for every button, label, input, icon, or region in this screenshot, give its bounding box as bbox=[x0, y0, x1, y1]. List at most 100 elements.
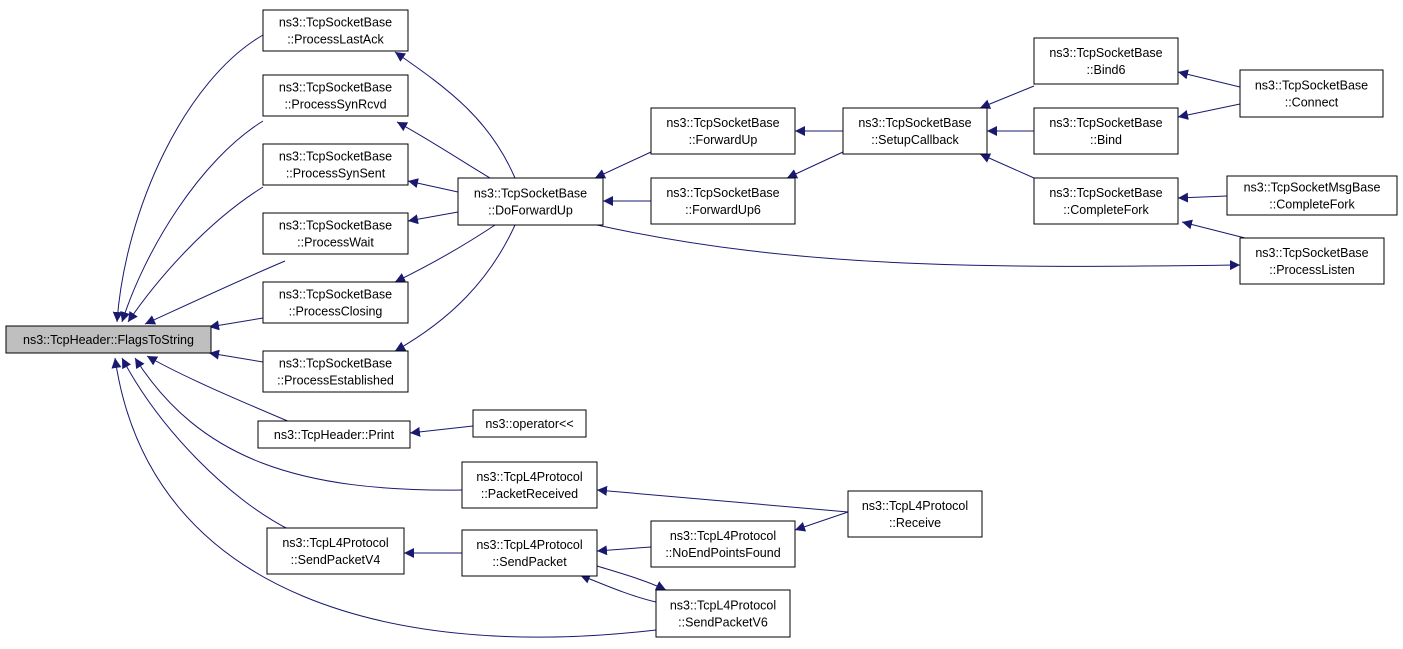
node-wait[interactable]: ns3::TcpSocketBase::ProcessWait bbox=[262, 212, 409, 255]
node-processlisten[interactable]: ns3::TcpSocketBase::ProcessListen bbox=[1239, 237, 1385, 285]
node-forwardup6[interactable]: ns3::TcpSocketBase::ForwardUp6 bbox=[650, 177, 796, 225]
edge-synrcvd-to-root bbox=[120, 120, 264, 323]
node-label: ns3::TcpHeader::Print bbox=[274, 428, 395, 442]
node-packetreceived[interactable]: ns3::TcpL4Protocol::PacketReceived bbox=[461, 461, 598, 509]
node-noendpoints[interactable]: ns3::TcpL4Protocol::NoEndPointsFound bbox=[650, 520, 796, 568]
node-sendv6[interactable]: ns3::TcpL4Protocol::SendPacketV6 bbox=[655, 589, 791, 638]
node-label: ::Bind bbox=[1090, 133, 1122, 147]
edge-packetreceived-to-root bbox=[134, 357, 463, 491]
node-label: ::CompleteFork bbox=[1269, 198, 1355, 212]
node-label: ns3::TcpHeader::FlagsToString bbox=[23, 333, 194, 347]
edge-closing-to-root bbox=[208, 317, 264, 331]
node-label: ::ProcessClosing bbox=[289, 305, 383, 319]
node-box bbox=[262, 281, 409, 324]
node-label: ::ProcessSynRcvd bbox=[284, 98, 386, 112]
edge-connect-to-bind6 bbox=[1177, 69, 1241, 88]
node-box bbox=[266, 527, 405, 575]
edge-doforward-to-closing bbox=[394, 224, 496, 283]
edge-doforward-to-lastack bbox=[394, 51, 516, 179]
edge-sendv6-to-sendpacket bbox=[579, 574, 657, 603]
node-forwardup[interactable]: ns3::TcpSocketBase::ForwardUp bbox=[650, 107, 796, 155]
node-box bbox=[650, 520, 796, 568]
edge-operator-to-print bbox=[409, 425, 474, 437]
node-synrcvd[interactable]: ns3::TcpSocketBase::ProcessSynRcvd bbox=[262, 74, 409, 117]
node-box bbox=[262, 9, 409, 52]
node-box bbox=[262, 143, 409, 186]
node-established[interactable]: ns3::TcpSocketBase::ProcessEstablished bbox=[262, 350, 409, 393]
node-doforward[interactable]: ns3::TcpSocketBase::DoForwardUp bbox=[457, 177, 604, 226]
node-sendpacket[interactable]: ns3::TcpL4Protocol::SendPacket bbox=[461, 529, 598, 577]
node-setupcallback[interactable]: ns3::TcpSocketBase::SetupCallback bbox=[842, 107, 988, 155]
node-label: ::DoForwardUp bbox=[488, 204, 573, 218]
node-box bbox=[1226, 175, 1398, 216]
edge-completefork-to-setupcallback bbox=[979, 153, 1035, 179]
node-box bbox=[1033, 177, 1179, 225]
node-label: ns3::TcpSocketBase bbox=[858, 116, 971, 130]
node-label: ns3::TcpSocketBase bbox=[1255, 246, 1368, 260]
node-label: ::SendPacket bbox=[492, 555, 567, 569]
node-label: ns3::TcpSocketBase bbox=[1049, 186, 1162, 200]
edge-msgcompletefork-to-completefork bbox=[1177, 192, 1228, 203]
node-label: ns3::TcpSocketBase bbox=[279, 357, 392, 371]
node-label: ns3::TcpL4Protocol bbox=[282, 536, 388, 550]
node-msgcompletefork[interactable]: ns3::TcpSocketMsgBase::CompleteFork bbox=[1226, 175, 1398, 216]
node-label: ns3::TcpSocketMsgBase bbox=[1244, 181, 1381, 195]
node-bind[interactable]: ns3::TcpSocketBase::Bind bbox=[1033, 107, 1179, 155]
node-print[interactable]: ns3::TcpHeader::Print bbox=[257, 420, 411, 449]
node-label: ::SendPacketV4 bbox=[291, 553, 381, 567]
node-bind6[interactable]: ns3::TcpSocketBase::Bind6 bbox=[1033, 37, 1179, 85]
node-box bbox=[262, 350, 409, 393]
node-label: ::PacketReceived bbox=[481, 487, 578, 501]
node-label: ns3::TcpSocketBase bbox=[666, 116, 779, 130]
node-box bbox=[262, 74, 409, 117]
node-label: ::ProcessLastAck bbox=[287, 33, 384, 47]
node-sendv4[interactable]: ns3::TcpL4Protocol::SendPacketV4 bbox=[266, 527, 405, 575]
node-label: ns3::TcpL4Protocol bbox=[862, 499, 968, 513]
edge-doforward-to-synsent bbox=[407, 178, 459, 193]
node-lastack[interactable]: ns3::TcpSocketBase::ProcessLastAck bbox=[262, 9, 409, 52]
node-label: ::NoEndPointsFound bbox=[665, 546, 780, 560]
node-box bbox=[262, 212, 409, 255]
node-label: ns3::TcpL4Protocol bbox=[670, 599, 776, 613]
node-completefork[interactable]: ns3::TcpSocketBase::CompleteFork bbox=[1033, 177, 1179, 225]
edge-print-to-root bbox=[146, 355, 291, 423]
edge-sendv6-to-root bbox=[111, 357, 657, 638]
edge-receive-to-noendpoints bbox=[794, 511, 849, 532]
node-label: ns3::TcpSocketBase bbox=[666, 186, 779, 200]
edge-processlisten-to-completefork bbox=[1181, 219, 1246, 239]
node-synsent[interactable]: ns3::TcpSocketBase::ProcessSynSent bbox=[262, 143, 409, 186]
edge-synsent-to-root bbox=[127, 186, 264, 323]
node-label: ns3::TcpSocketBase bbox=[1255, 79, 1368, 93]
node-receive[interactable]: ns3::TcpL4Protocol::Receive bbox=[847, 490, 983, 538]
node-box bbox=[655, 589, 791, 638]
edge-established-to-root bbox=[208, 349, 264, 363]
node-connect[interactable]: ns3::TcpSocketBase::Connect bbox=[1239, 69, 1384, 118]
node-box bbox=[842, 107, 988, 155]
edge-noendpoints-to-sendpacket bbox=[596, 545, 652, 556]
node-label: ns3::TcpL4Protocol bbox=[476, 538, 582, 552]
node-box bbox=[1033, 37, 1179, 85]
edge-doforward-to-synrcvd bbox=[396, 121, 491, 179]
node-box bbox=[847, 490, 983, 538]
edge-lastack-to-root bbox=[112, 34, 264, 323]
node-closing[interactable]: ns3::TcpSocketBase::ProcessClosing bbox=[262, 281, 409, 324]
node-label: ns3::TcpSocketBase bbox=[1049, 46, 1162, 60]
edge-setupcallback-to-forwardup6 bbox=[786, 151, 844, 179]
node-root[interactable]: ns3::TcpHeader::FlagsToString bbox=[5, 325, 212, 354]
edge-connect-to-bind bbox=[1177, 103, 1241, 120]
node-label: ::CompleteFork bbox=[1063, 203, 1149, 217]
node-operator[interactable]: ns3::operator<< bbox=[472, 409, 587, 438]
node-label: ns3::TcpSocketBase bbox=[279, 16, 392, 30]
node-label: ::ForwardUp bbox=[689, 133, 758, 147]
node-box bbox=[5, 325, 212, 354]
node-box bbox=[257, 420, 411, 449]
node-label: ns3::operator<< bbox=[485, 417, 573, 431]
node-label: ::SetupCallback bbox=[871, 133, 959, 147]
node-box bbox=[650, 107, 796, 155]
node-label: ::ProcessWait bbox=[297, 236, 374, 250]
node-box bbox=[461, 529, 598, 577]
node-label: ns3::TcpSocketBase bbox=[1049, 116, 1162, 130]
node-box bbox=[457, 177, 604, 226]
node-label: ns3::TcpSocketBase bbox=[279, 219, 392, 233]
